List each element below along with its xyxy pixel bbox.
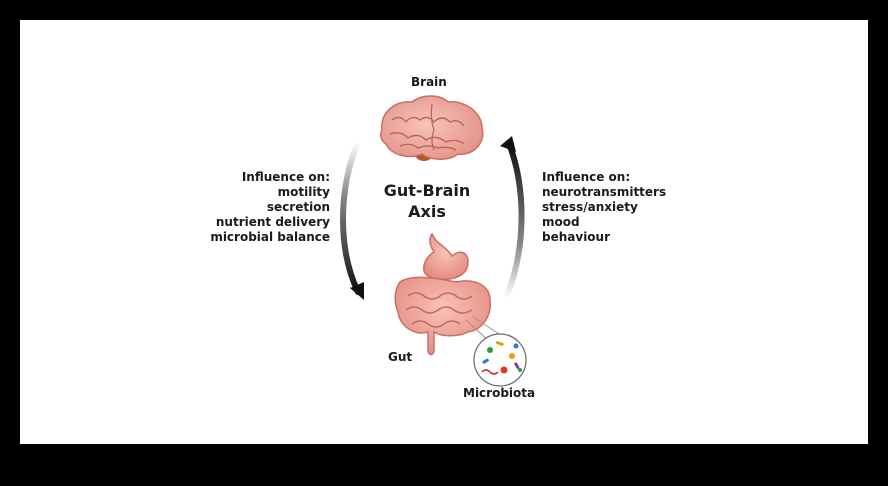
brain-influence-heading: Influence on: bbox=[542, 170, 631, 184]
brain-influence-item: mood bbox=[542, 215, 580, 229]
gut-influence-item: nutrient delivery bbox=[215, 215, 330, 229]
diagram-canvas: Brain Gut-Brain Axis Influence on: motil… bbox=[20, 20, 868, 444]
diagram-title: Gut-Brain Axis bbox=[372, 180, 482, 222]
gut-influence-item: motility bbox=[277, 185, 330, 199]
gut-influence-heading: Influence on: bbox=[241, 170, 330, 184]
title-line-1: Gut-Brain bbox=[383, 181, 471, 200]
gut-influence-item: microbial balance bbox=[210, 230, 330, 244]
microbiota-label: Microbiota bbox=[463, 386, 536, 400]
brain-influence-item: neurotransmitters bbox=[542, 185, 667, 199]
microbe-circle-icon bbox=[473, 333, 527, 387]
brain-influence-item: behaviour bbox=[542, 230, 611, 244]
diagram-graphics bbox=[340, 95, 527, 387]
brain-label: Brain bbox=[411, 75, 447, 89]
gut-influence-list: Influence on: motility secretion nutrien… bbox=[210, 170, 330, 245]
title-line-2: Axis bbox=[408, 202, 446, 221]
gut-influence-item: secretion bbox=[266, 200, 330, 214]
left-arrow bbox=[340, 139, 364, 300]
intestines-icon bbox=[394, 232, 491, 356]
brain-icon bbox=[380, 95, 484, 161]
brain-influence-item: stress/anxiety bbox=[542, 200, 638, 214]
brain-influence-list: Influence on: neurotransmitters stress/a… bbox=[542, 170, 666, 245]
gut-label: Gut bbox=[388, 350, 413, 364]
right-arrow bbox=[500, 136, 525, 301]
